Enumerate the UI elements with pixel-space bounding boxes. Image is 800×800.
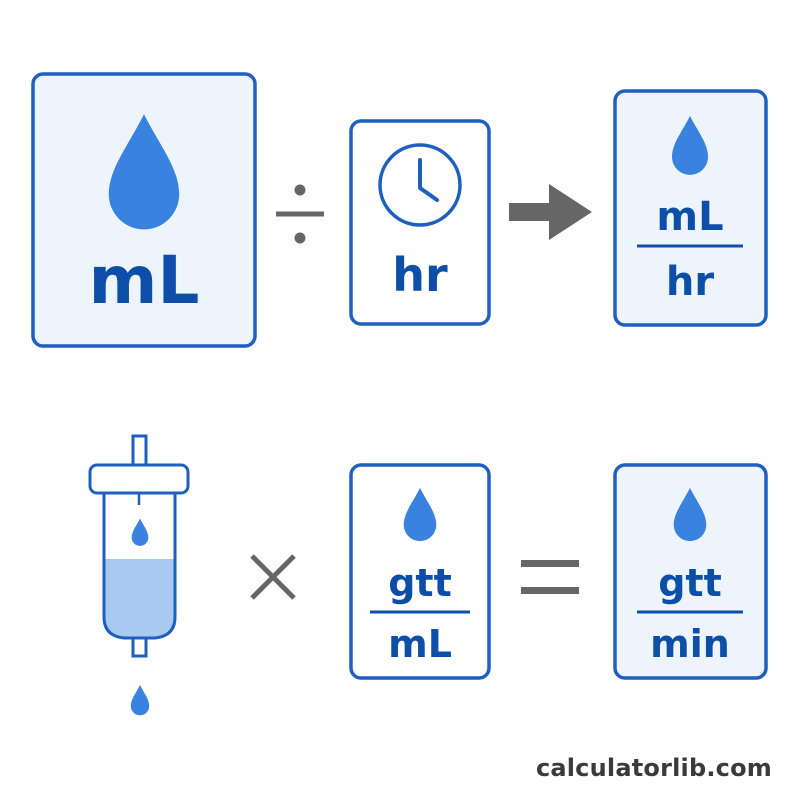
drop-factor-numerator: gtt [388,561,452,605]
water-drop-icon [131,518,149,546]
equals-operator [521,560,579,594]
divide-operator [276,184,324,244]
volume-card: mL [31,72,257,348]
site-watermark: calculatorlib.com [535,754,772,782]
flow-rate-card: mL hr [613,89,768,327]
multiply-operator [250,554,296,600]
drip-rate-denominator: min [650,622,730,666]
iv-drip-chamber-icon [88,434,190,716]
drop-factor-denominator: mL [388,622,452,666]
flow-rate-numerator: mL [656,194,723,240]
arrow-right-icon [509,184,592,240]
drip-rate-card: gtt min [613,463,768,680]
drip-rate-numerator: gtt [658,561,722,605]
volume-unit: mL [89,242,200,319]
water-drop-icon [130,685,150,716]
flow-rate-denominator: hr [666,259,714,305]
time-unit: hr [392,248,448,302]
time-card: hr [349,119,491,326]
drop-factor-card: gtt mL [349,463,491,680]
clock-icon [378,143,462,227]
